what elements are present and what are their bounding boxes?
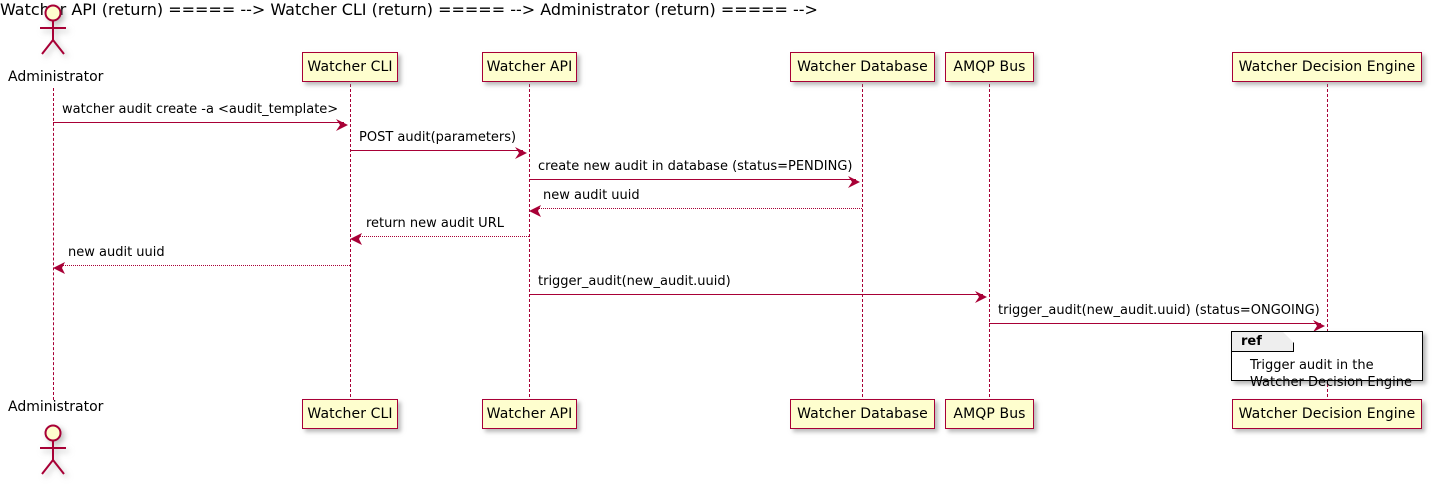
participant-watcher-decision-engine-bottom[interactable]: Watcher Decision Engine: [1232, 399, 1422, 429]
message-arrowhead-6: [53, 259, 65, 274]
actor-administrator-top-icon: [33, 4, 73, 56]
message-arrowhead-7: [975, 288, 987, 303]
message-line-3: [529, 179, 856, 180]
participant-watcher-cli-top[interactable]: Watcher CLI: [302, 52, 398, 82]
ref-fragment-text: Trigger audit in the Watcher Decision En…: [1250, 358, 1412, 390]
message-label-4: new audit uuid: [543, 188, 640, 203]
participant-watcher-api-top[interactable]: Watcher API: [482, 52, 577, 82]
lifeline-administrator: [53, 88, 54, 400]
message-arrowhead-1: [336, 116, 348, 131]
message-line-5: [356, 236, 529, 237]
ref-fragment: ref Trigger audit in the Watcher Decisio…: [1231, 331, 1423, 390]
message-line-6: [59, 265, 350, 266]
actor-administrator-top-label: Administrator: [8, 69, 104, 85]
message-arrowhead-3: [848, 173, 860, 188]
participant-watcher-database-top[interactable]: Watcher Database: [790, 52, 935, 82]
lifeline-watcher-decision-engine: [1327, 84, 1328, 397]
message-arrowhead-4: [529, 202, 541, 217]
message-line-7: [529, 294, 983, 295]
actor-administrator-bottom-label: Administrator: [8, 399, 104, 415]
participant-watcher-database-bottom[interactable]: Watcher Database: [790, 399, 935, 429]
message-arrowhead-2: [515, 144, 527, 159]
message-line-4: [535, 208, 862, 209]
message-label-2: POST audit(parameters): [359, 130, 517, 145]
message-line-2: [350, 150, 523, 151]
lifeline-watcher-database: [862, 84, 863, 397]
message-arrowhead-8: [1313, 317, 1325, 332]
participant-watcher-cli-bottom[interactable]: Watcher CLI: [302, 399, 398, 429]
participant-watcher-decision-engine-top[interactable]: Watcher Decision Engine: [1232, 52, 1422, 82]
message-line-1: [53, 122, 344, 123]
actor-administrator-bottom-icon: [33, 424, 73, 476]
ref-fragment-tab-label: ref: [1232, 332, 1294, 352]
message-label-7: trigger_audit(new_audit.uuid): [538, 274, 731, 289]
participant-watcher-api-bottom[interactable]: Watcher API: [482, 399, 577, 429]
message-arrowhead-5: [350, 230, 362, 245]
participant-amqp-bus-bottom[interactable]: AMQP Bus: [945, 399, 1034, 429]
message-label-5: return new audit URL: [366, 216, 504, 231]
message-label-3: create new audit in database (status=PEN…: [538, 159, 853, 174]
message-line-8: [989, 323, 1321, 324]
lifeline-watcher-cli: [350, 84, 351, 397]
message-label-1: watcher audit create -a <audit_template>: [62, 102, 339, 117]
participant-amqp-bus-top[interactable]: AMQP Bus: [945, 52, 1034, 82]
message-label-6: new audit uuid: [68, 245, 165, 260]
message-label-8: trigger_audit(new_audit.uuid) (status=ON…: [998, 303, 1320, 318]
lifeline-watcher-api: [529, 84, 530, 397]
lifeline-amqp-bus: [989, 84, 990, 397]
